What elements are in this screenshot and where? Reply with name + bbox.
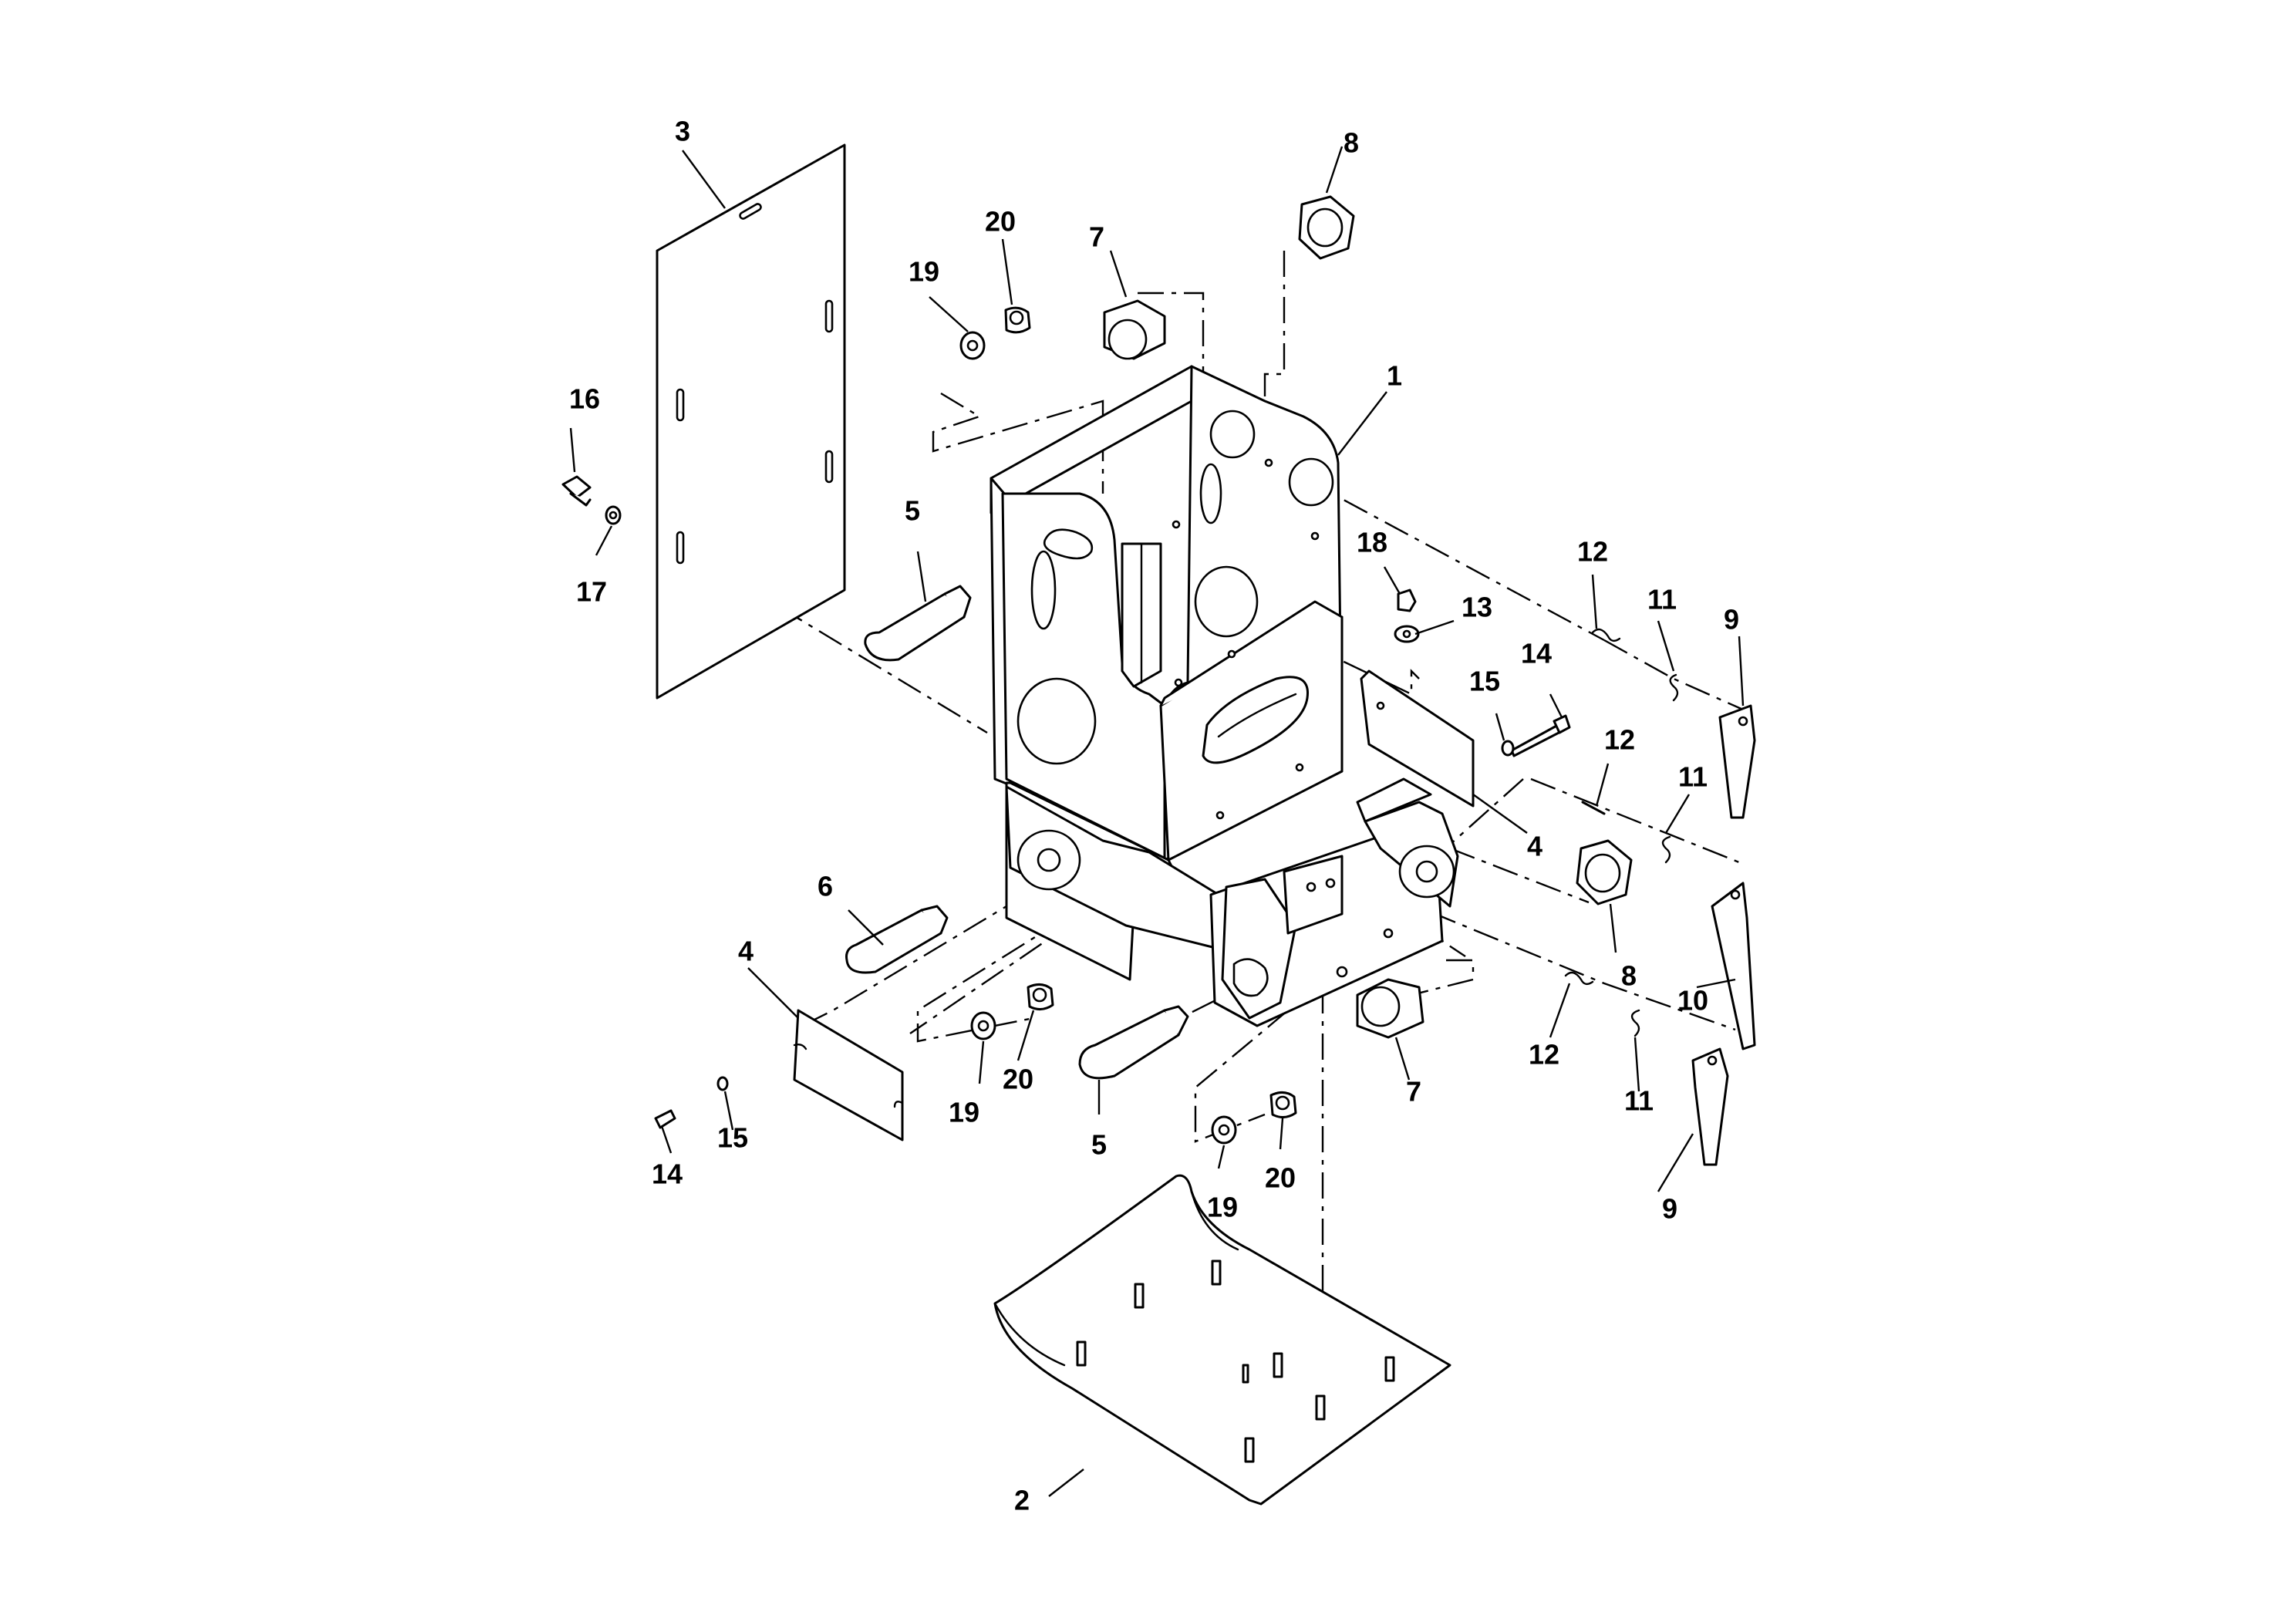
callout-9-lower: 9 <box>1662 1193 1677 1225</box>
callout-15-right: 15 <box>1469 666 1500 697</box>
callout-15-left: 15 <box>717 1122 748 1154</box>
housing-part-1 <box>990 365 1459 1027</box>
callout-19-middle: 19 <box>949 1097 979 1128</box>
callout-20-middle: 20 <box>1003 1064 1033 1095</box>
callout-7-lower: 7 <box>1406 1076 1421 1108</box>
callout-14-right: 14 <box>1521 638 1552 669</box>
hex-nut-part-8-upper <box>1298 195 1355 260</box>
cover-plate-part-3 <box>656 143 846 700</box>
callout-4-left: 4 <box>738 936 754 967</box>
callout-pointers <box>569 146 1745 1497</box>
base-plate-part-2 <box>993 1174 1451 1506</box>
callout-8-upper: 8 <box>1344 127 1359 159</box>
callout-20-lower: 20 <box>1265 1162 1296 1194</box>
spring-clips <box>1564 628 1679 1037</box>
bushing-part-7-upper <box>1103 299 1166 360</box>
callout-19-lower: 19 <box>1207 1192 1238 1223</box>
bushing-part-7-lower <box>1356 978 1424 1039</box>
callout-12-top: 12 <box>1577 536 1608 568</box>
callout-6: 6 <box>818 871 833 902</box>
small-plate-part-4-right <box>1360 669 1475 808</box>
lever-part-10 <box>1711 882 1756 1050</box>
callout-2: 2 <box>1014 1485 1030 1516</box>
callout-11-bottom: 11 <box>1624 1085 1654 1117</box>
lever-part-9-lower <box>1691 1047 1729 1166</box>
lever-part-9-upper <box>1718 704 1756 819</box>
callout-7-upper: 7 <box>1089 221 1104 253</box>
callout-12-middle: 12 <box>1604 724 1635 756</box>
callout-11-top: 11 <box>1647 584 1677 615</box>
pin-part-5-lower <box>1078 1005 1189 1080</box>
pin-part-6 <box>845 905 949 974</box>
callout-19-upper: 19 <box>909 256 939 288</box>
callout-8-lower: 8 <box>1621 960 1637 992</box>
callout-13: 13 <box>1462 592 1492 623</box>
callout-16: 16 <box>569 383 600 415</box>
callout-4-right: 4 <box>1527 831 1542 862</box>
callout-10: 10 <box>1677 985 1708 1017</box>
callout-3: 3 <box>675 116 690 147</box>
callout-1: 1 <box>1387 360 1402 392</box>
studs <box>1076 1259 1395 1463</box>
callout-labels: 1 2 3 4 4 5 5 6 7 7 8 8 9 9 10 11 11 11 … <box>569 116 1739 1516</box>
callout-5-lower: 5 <box>1091 1129 1107 1161</box>
callout-9-upper: 9 <box>1724 604 1739 636</box>
callout-18: 18 <box>1357 527 1387 558</box>
small-plate-part-4-left <box>793 1009 904 1141</box>
callout-14-left: 14 <box>652 1158 683 1190</box>
callout-5-upper: 5 <box>905 495 920 527</box>
pin-part-5-upper <box>864 585 972 662</box>
callout-12-bottom: 12 <box>1529 1039 1559 1071</box>
callout-11-middle: 11 <box>1678 761 1708 793</box>
fasteners <box>561 306 1571 1145</box>
hex-nut-part-8-lower <box>1576 839 1633 905</box>
callout-20-upper: 20 <box>985 206 1016 238</box>
callout-17: 17 <box>576 576 607 608</box>
